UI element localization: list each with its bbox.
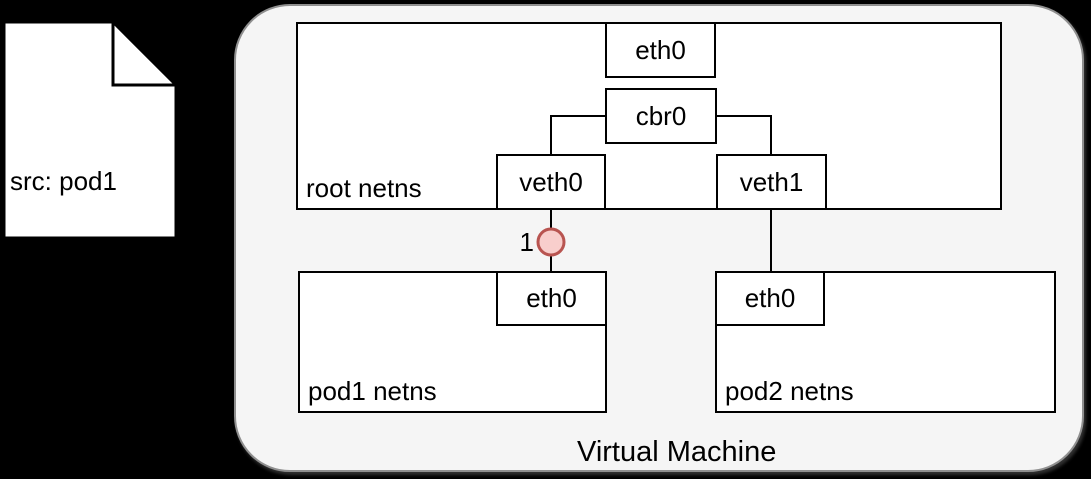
step-marker-label: 1 <box>519 227 534 257</box>
packet-note-icon <box>2 20 178 240</box>
root-eth0-label: eth0 <box>635 34 686 65</box>
pod1-eth0-box: eth0 <box>496 271 607 326</box>
packet-src-line: src: pod1 <box>10 166 117 196</box>
vm-label: Virtual Machine <box>577 436 777 468</box>
packet-text: src: pod1 dst: pod2 <box>10 106 117 346</box>
pod2-eth0-label: eth0 <box>744 283 796 313</box>
pod1-eth0-label: eth0 <box>526 283 577 313</box>
veth0-box: veth0 <box>496 154 606 210</box>
note-fold <box>111 22 176 87</box>
veth0-label: veth0 <box>519 166 583 197</box>
packet-dst-line: dst: pod2 <box>10 256 117 286</box>
cbr0-label: cbr0 <box>635 100 687 131</box>
cbr0-box: cbr0 <box>605 88 717 144</box>
veth1-label: veth1 <box>739 166 804 197</box>
pod1-netns-label: pod1 netns <box>308 376 437 406</box>
root-netns-label: root netns <box>306 173 422 203</box>
note-shape <box>2 20 178 240</box>
root-eth0-box: eth0 <box>605 22 716 78</box>
pod2-netns-label: pod2 netns <box>725 376 854 406</box>
veth1-box: veth1 <box>716 154 827 210</box>
pod2-eth0-box: eth0 <box>715 271 825 326</box>
